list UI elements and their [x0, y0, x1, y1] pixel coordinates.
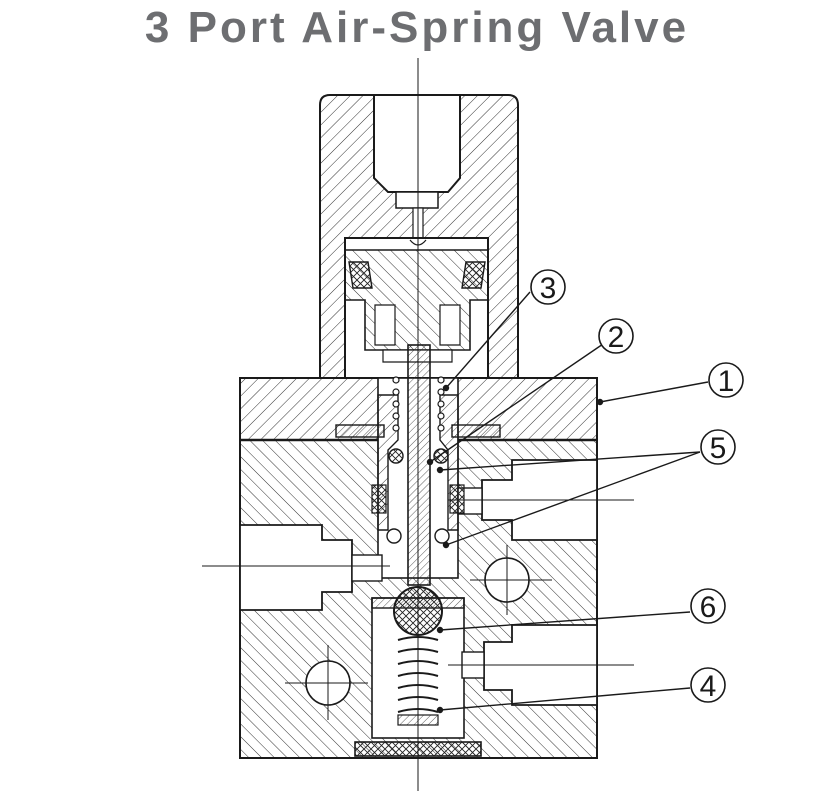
callout-5: 5 [700, 429, 736, 465]
callout-3: 3 [530, 269, 566, 305]
callout-label-3: 3 [540, 272, 557, 305]
callout-label-4: 4 [700, 670, 717, 703]
callout-1: 1 [708, 362, 744, 398]
callout-label-5: 5 [710, 432, 727, 465]
callout-label-1: 1 [718, 365, 735, 398]
upper-spring-coils [392, 376, 445, 432]
leader-lines [426, 291, 709, 714]
callout-2: 2 [598, 318, 634, 354]
upper-cap-housing [319, 94, 519, 379]
center-lines [202, 58, 634, 791]
callout-label-2: 2 [608, 321, 625, 354]
callout-label-6: 6 [700, 591, 717, 624]
callout-4: 4 [690, 667, 726, 703]
callout-6: 6 [690, 588, 726, 624]
page-title: 3 Port Air-Spring Valve [144, 3, 690, 52]
